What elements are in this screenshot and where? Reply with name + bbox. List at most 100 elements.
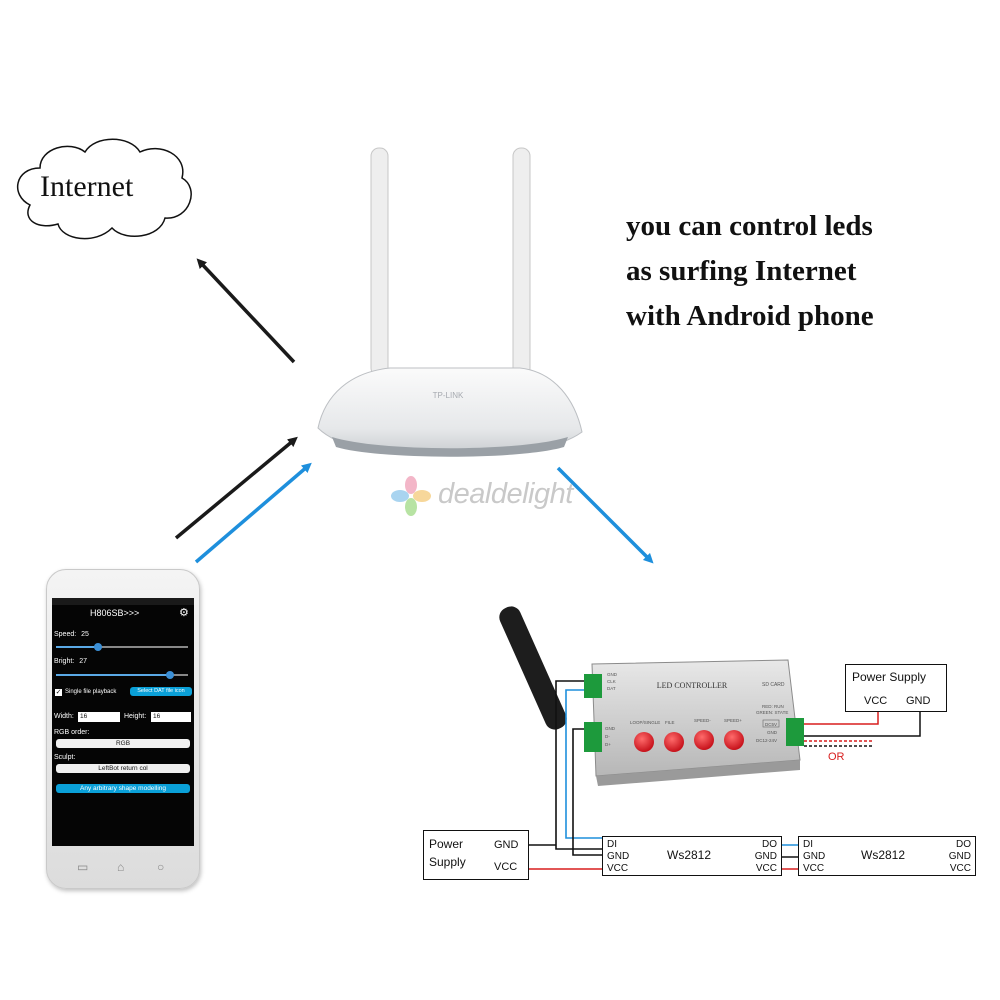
phone-status-bar bbox=[52, 598, 194, 605]
width-input[interactable]: 16 bbox=[78, 712, 120, 722]
power-supply-left-gnd: GND bbox=[494, 839, 519, 851]
headline-line-2: as surfing Internet bbox=[626, 255, 857, 287]
settings-gear-icon[interactable]: ⚙ bbox=[179, 607, 189, 619]
wiring-right-power bbox=[804, 710, 921, 747]
pin-label-d-minus: D- bbox=[605, 734, 610, 739]
speed-row: Speed: 25 bbox=[54, 631, 89, 638]
strip-1-name: Ws2812 bbox=[667, 848, 712, 862]
power-supply-right: Power Supply VCC GND bbox=[845, 664, 947, 712]
sculpt-label: Sculpt: bbox=[54, 754, 76, 761]
ws2812-strip-2: DI GND VCC Ws2812 DO GND VCC bbox=[798, 836, 976, 876]
strip-2-pin-gnd-out: GND bbox=[948, 851, 971, 862]
pin-label-gnd-bottom: GND bbox=[605, 726, 616, 731]
button-speed-plus bbox=[724, 730, 744, 750]
status-red-run: RED: RUN bbox=[762, 704, 784, 709]
ws2812-strip-1: DI GND VCC Ws2812 DO GND VCC bbox=[602, 836, 782, 876]
modelling-button[interactable]: Any arbitrary shape modelling bbox=[56, 784, 190, 793]
button-speed-minus bbox=[694, 730, 714, 750]
rgb-order-select[interactable]: RGB bbox=[56, 739, 190, 748]
terminal-bottom-left bbox=[584, 722, 602, 752]
or-label: OR bbox=[828, 751, 845, 763]
strip-1-pin-do: DO bbox=[762, 839, 777, 850]
phone-screen: H806SB>>> ⚙ Speed: 25 Bright: 27 ✓ Singl… bbox=[52, 598, 194, 846]
power-supply-left-vcc: VCC bbox=[494, 861, 518, 873]
headline-line-3: with Android phone bbox=[626, 300, 874, 332]
speed-slider-thumb[interactable] bbox=[94, 643, 103, 651]
label-speed-minus: SPEED- bbox=[694, 718, 711, 723]
power-supply-left-line2: Supply bbox=[429, 855, 466, 869]
power-supply-left-line1: Power bbox=[429, 837, 464, 851]
strip-2-pin-vcc-in: VCC bbox=[803, 863, 825, 874]
power-supply-right-title: Power Supply bbox=[852, 670, 927, 684]
strip-1-pin-vcc-in: VCC bbox=[607, 863, 629, 874]
nav-recent-icon[interactable]: ○ bbox=[157, 860, 165, 874]
strip-1-pin-vcc-out: VCC bbox=[755, 863, 777, 874]
label-file: FILE bbox=[665, 720, 675, 725]
speed-label: Speed: bbox=[54, 631, 77, 638]
wiring-strips bbox=[527, 680, 798, 870]
strip-1-pin-di: DI bbox=[607, 839, 617, 850]
controller-sd-card: SD CARD bbox=[762, 682, 785, 688]
bright-row: Bright: 27 bbox=[54, 658, 87, 665]
status-green-state: GREEN: STATE bbox=[756, 710, 788, 715]
terminal-right bbox=[786, 718, 804, 746]
strip-1-pin-gnd-out: GND bbox=[754, 851, 777, 862]
headline: you can control leds as surfing Internet… bbox=[626, 204, 874, 339]
wifi-router: TP-LINK bbox=[317, 147, 583, 457]
controller-antenna bbox=[499, 606, 567, 730]
select-dat-button[interactable]: Select DAT file icon bbox=[130, 687, 192, 696]
bright-slider-thumb[interactable] bbox=[165, 671, 174, 679]
flower-logo-icon bbox=[391, 476, 431, 516]
nav-home-icon[interactable]: ⌂ bbox=[117, 860, 125, 874]
strip-2-name: Ws2812 bbox=[861, 848, 906, 862]
power-supply-right-gnd: GND bbox=[906, 695, 931, 707]
internet-label: Internet bbox=[40, 170, 134, 203]
app-title: H806SB>>> bbox=[90, 608, 140, 618]
strip-2-pin-do: DO bbox=[956, 839, 971, 850]
pin-label-clk: CLK bbox=[607, 679, 616, 684]
power-supply-right-vcc: VCC bbox=[864, 695, 888, 707]
label-loop-single: LOOP/SINGLE bbox=[630, 720, 660, 725]
speed-slider[interactable] bbox=[56, 643, 188, 651]
pin-label-dat: DAT bbox=[607, 686, 616, 691]
watermark-text: dealdelight bbox=[438, 478, 573, 510]
single-file-checkbox[interactable]: ✓ bbox=[55, 689, 62, 696]
height-label: Height: bbox=[124, 713, 147, 720]
sculpt-select[interactable]: LeftBot return col bbox=[56, 764, 190, 773]
height-input[interactable]: 16 bbox=[151, 712, 191, 722]
power-supply-left: Power Supply GND VCC bbox=[423, 830, 529, 880]
arrow-router-to-internet bbox=[196, 258, 296, 364]
pin-label-gnd-top: GND bbox=[607, 672, 618, 677]
arrow-phone-to-router-blue bbox=[194, 462, 312, 564]
arrow-router-to-controller bbox=[556, 466, 654, 564]
internet-cloud bbox=[16, 138, 192, 240]
android-phone: H806SB>>> ⚙ Speed: 25 Bright: 27 ✓ Singl… bbox=[46, 569, 200, 889]
bright-value: 27 bbox=[79, 658, 87, 665]
width-label: Width: bbox=[54, 713, 74, 720]
led-controller: LED CONTROLLER SD CARD GND CLK DAT GND D… bbox=[584, 659, 804, 786]
power-label-dc12-24v: DC12-24V bbox=[756, 738, 777, 743]
power-label-dc5v: DC5V bbox=[765, 722, 777, 727]
controller-title: LED CONTROLLER bbox=[657, 681, 728, 690]
bright-label: Bright: bbox=[54, 658, 75, 665]
power-label-gnd: GND bbox=[767, 730, 778, 735]
rgb-order-label: RGB order: bbox=[54, 729, 90, 736]
button-loop-single bbox=[634, 732, 654, 752]
label-speed-plus: SPEED+ bbox=[724, 718, 742, 723]
strip-1-pin-gnd-in: GND bbox=[607, 851, 630, 862]
strip-2-pin-di: DI bbox=[803, 839, 813, 850]
strip-2-pin-gnd-in: GND bbox=[803, 851, 826, 862]
bright-slider[interactable] bbox=[56, 671, 188, 679]
strip-2-pin-vcc-out: VCC bbox=[949, 863, 971, 874]
nav-back-icon[interactable]: ▭ bbox=[77, 860, 89, 874]
pin-label-d-plus: D+ bbox=[605, 742, 611, 747]
arrow-phone-to-router-dark bbox=[174, 436, 298, 540]
speed-value: 25 bbox=[81, 631, 89, 638]
single-file-label: Single file playback bbox=[65, 689, 117, 695]
terminal-top-left bbox=[584, 674, 602, 698]
router-brand: TP-LINK bbox=[433, 391, 464, 400]
headline-line-1: you can control leds bbox=[626, 210, 873, 242]
button-file bbox=[664, 732, 684, 752]
